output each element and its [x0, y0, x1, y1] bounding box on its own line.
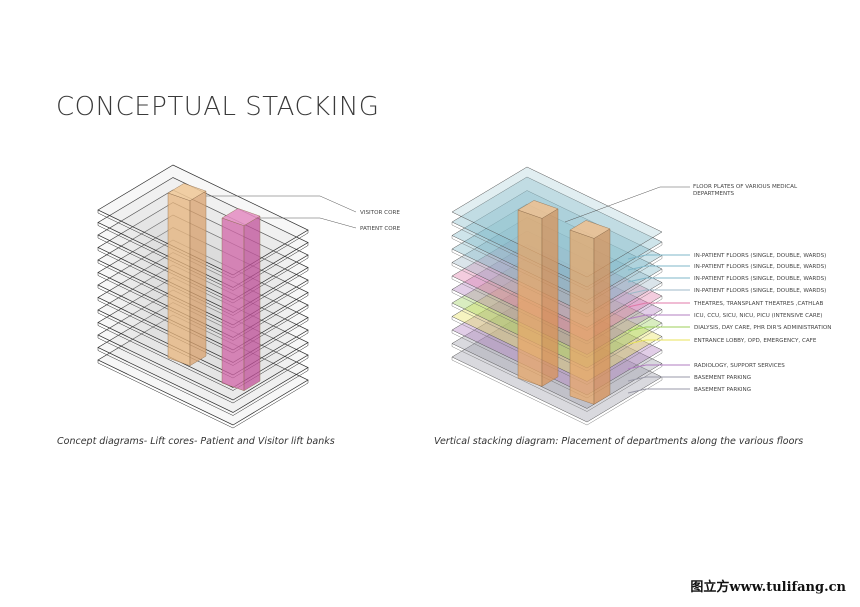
visitor-core-side [189, 190, 207, 367]
right-core-b [569, 220, 611, 405]
patient-core-side [243, 215, 261, 392]
patient-core-label: PATIENT CORE [360, 226, 401, 232]
floor-label: IN-PATIENT FLOORS (SINGLE, DOUBLE, WARDS… [694, 253, 826, 259]
floor-plates-label-line2: DEPARTMENTS [693, 191, 735, 197]
floor-label: ICU, CCU, SICU, NICU, PICU (INTENSIVE CA… [694, 313, 822, 319]
right-caption: Vertical stacking diagram: Placement of … [434, 436, 804, 447]
visitor-core-label: VISITOR CORE [360, 210, 400, 216]
right-core-b-front [569, 229, 595, 405]
floor-slab-edge [97, 335, 309, 404]
visitor-core-top [167, 183, 207, 201]
floor-label: THEATRES, TRANSPLANT THEATRES ,CATHLAB [693, 301, 823, 307]
right-core-a-side [541, 208, 559, 387]
visitor-core [167, 183, 207, 367]
floor-slab-edge [97, 360, 309, 429]
floor-leader-diag [627, 314, 647, 320]
left-stacking-diagram: VISITOR CORE PATIENT CORE [97, 164, 401, 429]
floor-leader-diag [627, 376, 647, 382]
floor-label: IN-PATIENT FLOORS (SINGLE, DOUBLE, WARDS… [694, 264, 826, 270]
right-core-b-top [569, 220, 611, 239]
floor-leader-diag [627, 339, 647, 345]
floor-leader-diag [627, 302, 647, 308]
right-core-a [517, 200, 559, 387]
watermark: 图立方www.tulifang.cn [690, 580, 846, 595]
floor-plates-label: FLOOR PLATES OF VARIOUS MEDICAL [693, 184, 798, 190]
floor-leader-diag [627, 364, 647, 370]
floor-plates-leader [564, 186, 690, 223]
floor-label: RADIOLOGY, SUPPORT SERVICES [694, 363, 785, 369]
patient-core-leader [260, 217, 357, 229]
visitor-core-front [167, 192, 191, 366]
floor-label: BASEMENT PARKING [694, 387, 751, 393]
floor-label: IN-PATIENT FLOORS (SINGLE, DOUBLE, WARDS… [694, 288, 826, 294]
right-core-a-top [517, 200, 559, 219]
patient-core-top [221, 208, 261, 226]
floor-leader-diag [627, 265, 647, 271]
floor-leader-diag [627, 326, 647, 332]
left-caption: Concept diagrams- Lift cores- Patient an… [57, 436, 335, 447]
floor-leader-diag [627, 277, 647, 283]
floor-label: BASEMENT PARKING [694, 375, 751, 381]
floor-plate-edge [451, 357, 663, 426]
floor-slab-edge [97, 322, 309, 391]
right-core-a-front [517, 209, 543, 387]
patient-core [221, 208, 261, 392]
floor-leader-diag [627, 254, 647, 260]
visitor-core-leader [206, 195, 357, 213]
floor-leader-diag [627, 289, 647, 295]
right-stacking-diagram: IN-PATIENT FLOORS (SINGLE, DOUBLE, WARDS… [451, 166, 831, 426]
page-title: CONCEPTUAL STACKING [56, 92, 380, 122]
right-core-b-side [593, 228, 611, 405]
patient-core-front [221, 217, 245, 391]
floor-label: ENTRANCE LOBBY, OPD, EMERGENCY, CAFE [694, 338, 817, 344]
floor-slab-edge [97, 347, 309, 416]
floor-label: IN-PATIENT FLOORS (SINGLE, DOUBLE, WARDS… [694, 276, 826, 282]
floor-label: DIALYSIS, DAY CARE, PHR DIR'S ADMINISTRA… [694, 325, 831, 331]
floor-leader-diag [627, 388, 647, 394]
